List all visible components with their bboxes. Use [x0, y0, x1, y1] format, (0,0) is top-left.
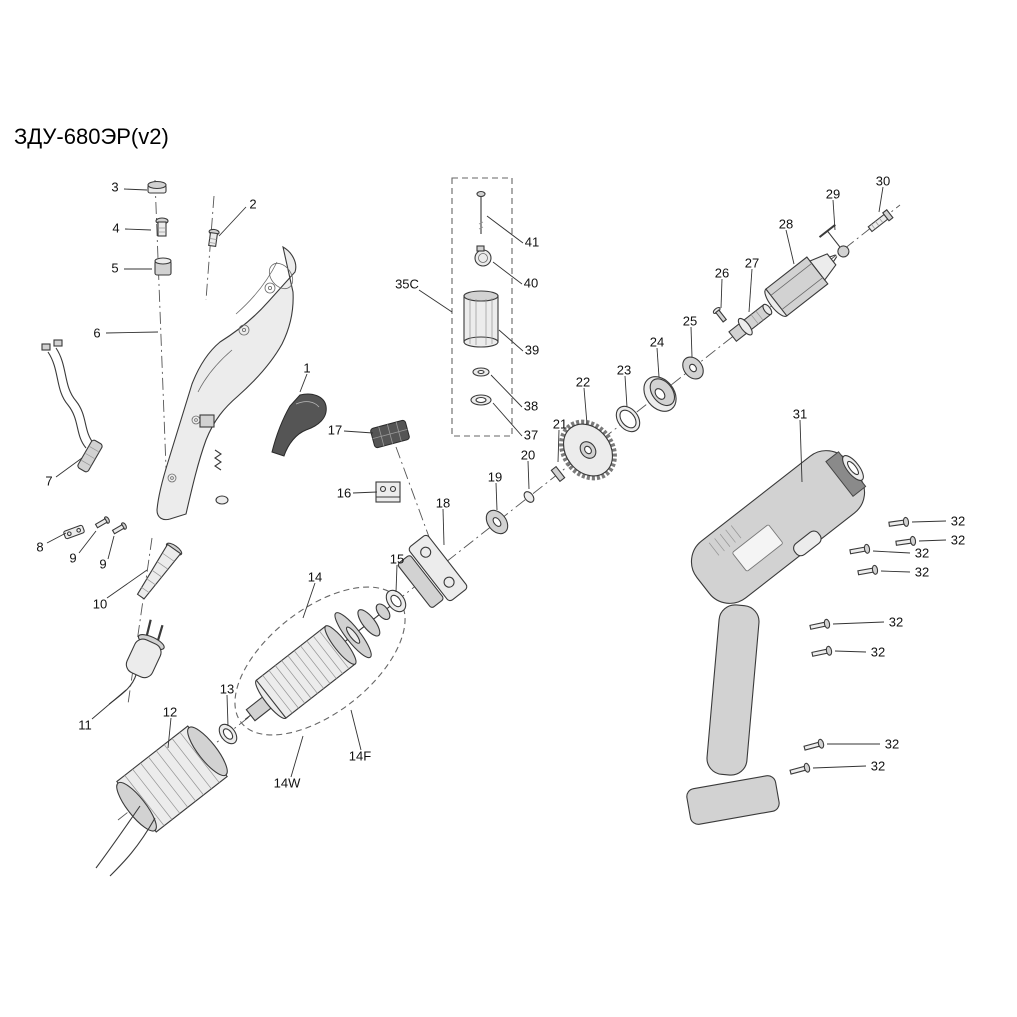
- speed-control-drawing: [370, 419, 410, 449]
- part-label-32-7: 32: [884, 736, 900, 752]
- part-label-32-8: 32: [870, 758, 886, 774]
- cord-clamp-drawing: [63, 524, 85, 540]
- part-label-4: 4: [112, 220, 120, 236]
- part-label-17: 17: [327, 422, 343, 438]
- part-label-9-2: 9: [99, 556, 107, 572]
- part-label-28: 28: [778, 216, 794, 232]
- stator-drawing: [95, 725, 228, 877]
- part-label-23: 23: [616, 362, 632, 378]
- part-label-27: 27: [744, 255, 760, 271]
- part-label-37: 37: [523, 427, 539, 443]
- part-label-21: 21: [552, 416, 568, 432]
- part-label-35C: 35C: [395, 276, 419, 292]
- bearing-bracket-drawing: [397, 534, 468, 608]
- armature-drawing: [234, 586, 406, 736]
- part-label-31: 31: [792, 406, 808, 422]
- sleeve-39-drawing: [463, 290, 499, 348]
- spindle-drawing: [728, 303, 773, 343]
- gear-train-drawing: [485, 356, 704, 535]
- part-label-41: 41: [524, 234, 540, 250]
- right-housing-drawing: [686, 450, 867, 825]
- chuck-drawing: [764, 253, 838, 317]
- part-label-11: 11: [78, 717, 92, 733]
- part-label-32-4: 32: [914, 564, 930, 580]
- part-label-5: 5: [111, 260, 119, 276]
- part-label-14F: 14F: [348, 748, 372, 764]
- cord-guard-drawing: [136, 542, 183, 600]
- part-label-30: 30: [875, 173, 891, 189]
- part-label-8: 8: [36, 539, 44, 555]
- screw-30-drawing: [867, 209, 894, 233]
- part-label-32-3: 32: [914, 545, 930, 561]
- part-label-26: 26: [714, 265, 730, 281]
- part-label-32-2: 32: [950, 532, 966, 548]
- terminal-block-drawing: [375, 481, 401, 503]
- part-label-9-1: 9: [69, 550, 77, 566]
- part-label-2: 2: [249, 196, 257, 212]
- clamp-screws-drawing: [94, 516, 127, 535]
- screw-41-drawing: [476, 190, 486, 234]
- small-fasteners-drawing: [147, 180, 229, 505]
- clamp-40-drawing: [474, 245, 492, 267]
- left-housing-drawing: [156, 245, 297, 521]
- part-label-18: 18: [435, 495, 451, 511]
- part-label-25: 25: [682, 313, 698, 329]
- part-label-14: 14: [307, 569, 323, 585]
- part-label-13: 13: [219, 681, 235, 697]
- washer-38-drawing: [472, 367, 490, 377]
- part-label-3: 3: [111, 179, 119, 195]
- part-label-32-6: 32: [870, 644, 886, 660]
- leader-lines: [46, 186, 947, 778]
- power-plug-drawing: [108, 619, 165, 705]
- cord-drawing: [41, 339, 103, 473]
- sub-assembly-box: [451, 177, 513, 437]
- chuck-key-drawing: [818, 224, 850, 258]
- part-label-29: 29: [825, 186, 841, 202]
- part-label-38: 38: [523, 398, 539, 414]
- set-screw-drawing: [712, 307, 728, 323]
- part-label-40: 40: [523, 275, 539, 291]
- part-label-6: 6: [93, 325, 101, 341]
- ring-37-drawing: [470, 394, 492, 406]
- part-label-7: 7: [45, 473, 53, 489]
- part-label-32-5: 32: [888, 614, 904, 630]
- part-label-15: 15: [389, 551, 405, 567]
- bearing-15-drawing: [385, 589, 407, 613]
- part-label-22: 22: [575, 374, 591, 390]
- part-label-10: 10: [92, 596, 108, 612]
- part-label-24: 24: [649, 334, 665, 350]
- diagram-title: ЗДУ-680ЭР(v2): [14, 124, 169, 149]
- switch-lever-drawing: [271, 393, 327, 457]
- part-label-12: 12: [162, 704, 178, 720]
- part-label-39: 39: [524, 342, 540, 358]
- part-label-32-1: 32: [950, 513, 966, 529]
- part-label-14W: 14W: [273, 775, 301, 791]
- bearing-13-drawing: [218, 723, 238, 745]
- housing-screws-drawing: [789, 516, 917, 775]
- part-label-20: 20: [520, 447, 536, 463]
- part-label-19: 19: [487, 469, 503, 485]
- part-label-16: 16: [336, 485, 352, 501]
- part-label-1: 1: [303, 360, 311, 376]
